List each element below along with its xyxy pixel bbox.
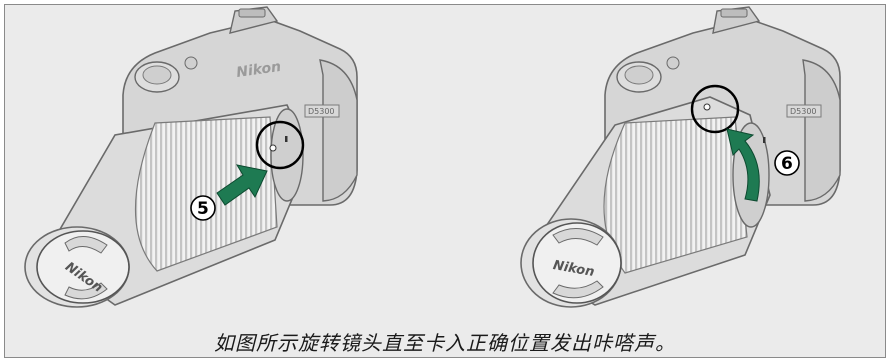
- left-camera-grip: [319, 59, 358, 202]
- left-mount-mark-highlight: [255, 120, 305, 170]
- right-camera-grip: [802, 59, 841, 202]
- left-step-number: 5: [197, 199, 209, 219]
- lens-mounting-illustration: Nikon D5300 Nikon: [24, 6, 841, 308]
- figure-caption: 如图所示旋转镜头直至卡入正确位置发出咔嗒声。: [214, 331, 676, 355]
- left-body-brand: Nikon: [235, 59, 282, 81]
- right-camera-illustration: D5300 Nikon 6: [520, 6, 841, 308]
- right-mount-mark-highlight: [690, 84, 740, 134]
- left-attach-arrow: [216, 164, 268, 206]
- left-body-model: D5300: [308, 107, 335, 116]
- right-step-badge: 6: [774, 150, 800, 176]
- right-step-number: 6: [781, 154, 793, 174]
- right-cap-brand: Nikon: [552, 258, 596, 280]
- left-camera-illustration: Nikon D5300 Nikon: [24, 6, 358, 308]
- right-zoom-ring: [603, 116, 748, 274]
- left-zoom-ring: [134, 116, 278, 272]
- right-rotate-arrow: [726, 128, 760, 202]
- left-lens-cap: [36, 230, 130, 304]
- figure-panel: Nikon D5300 Nikon: [4, 4, 886, 358]
- left-step-badge: 5: [190, 195, 216, 221]
- right-body-model: D5300: [790, 107, 817, 116]
